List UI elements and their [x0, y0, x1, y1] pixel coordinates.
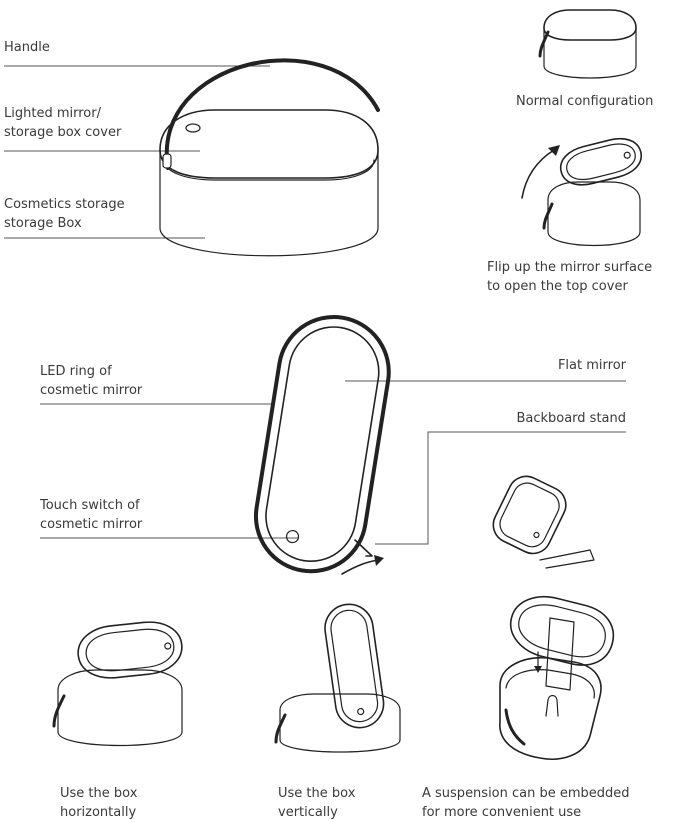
horizontal-box-body — [57, 689, 183, 747]
suspension-open-box — [499, 656, 602, 760]
suspension-lid — [509, 596, 615, 666]
label-led-ring: LED ring of cosmetic mirror — [40, 364, 143, 398]
mirror-stand-side-illustration — [492, 475, 595, 569]
horizontal-box-handle — [52, 694, 66, 728]
label-backboard-stand: Backboard stand — [516, 411, 626, 426]
suspension-box-inner-rim — [505, 669, 595, 699]
label-use-vertically: Use the box vertically — [278, 786, 356, 820]
handle-buckle — [162, 153, 172, 169]
small-box-body — [543, 27, 637, 79]
rotate-arrow-head — [374, 555, 384, 566]
side-mirror-glass — [499, 482, 560, 548]
vertical-mirror — [324, 603, 385, 729]
side-mirror-frame — [492, 475, 567, 555]
mirror-led-ring — [265, 326, 380, 563]
vertical-use-illustration — [274, 603, 401, 753]
mirror-cover-outline — [159, 109, 379, 179]
flip-box-body — [547, 199, 641, 247]
flip-arrow — [521, 149, 555, 199]
handle-strap — [164, 58, 380, 170]
flip-arrow-head — [548, 145, 560, 156]
mirror-frame — [253, 315, 391, 574]
suspension-hook — [545, 694, 559, 717]
flip-up-illustration — [521, 137, 643, 247]
horizontal-use-illustration — [52, 621, 183, 747]
normal-configuration-illustration — [538, 9, 637, 79]
label-use-horizontally: Use the box horizontally — [60, 786, 138, 820]
flip-box-rim — [547, 181, 641, 201]
horizontal-box-rim — [57, 669, 183, 691]
touch-switch-button — [285, 529, 300, 544]
label-flat-mirror: Flat mirror — [557, 358, 626, 373]
vertical-box-body — [279, 709, 401, 753]
label-handle: Handle — [4, 40, 50, 55]
flip-box-handle — [542, 202, 554, 230]
label-suspension: A suspension can be embedded for more co… — [422, 786, 630, 820]
horizontal-mirror-lid — [77, 621, 183, 679]
leader-line-backboard-stand — [375, 431, 626, 545]
suspension-illustration — [499, 596, 615, 760]
vertical-box-handle — [274, 713, 287, 744]
flip-mirror-lid — [559, 137, 643, 186]
leader-lines — [4, 65, 626, 545]
label-storage-box: Cosmetics storage storage Box — [4, 197, 125, 231]
label-touch-switch: Touch switch of cosmetic mirror — [40, 498, 143, 532]
standing-mirror-illustration — [253, 315, 391, 575]
small-box-lid — [543, 9, 637, 41]
rotate-arrow — [341, 559, 379, 575]
main-box-illustration — [159, 58, 380, 257]
suspension-box-handle — [504, 708, 526, 746]
label-mirror-cover: Lighted mirror/ storage box cover — [4, 106, 122, 140]
backboard-stand-leg — [354, 539, 373, 557]
cover-edge-line — [163, 159, 375, 181]
touch-button — [185, 123, 201, 133]
box-body-outline — [159, 149, 379, 257]
label-normal-configuration: Normal configuration — [516, 94, 654, 109]
side-mirror-stand — [539, 549, 595, 569]
label-flip-up: Flip up the mirror surface to open the t… — [487, 260, 653, 294]
suspension-hanger-plate — [545, 617, 575, 691]
small-box-handle — [538, 30, 550, 58]
